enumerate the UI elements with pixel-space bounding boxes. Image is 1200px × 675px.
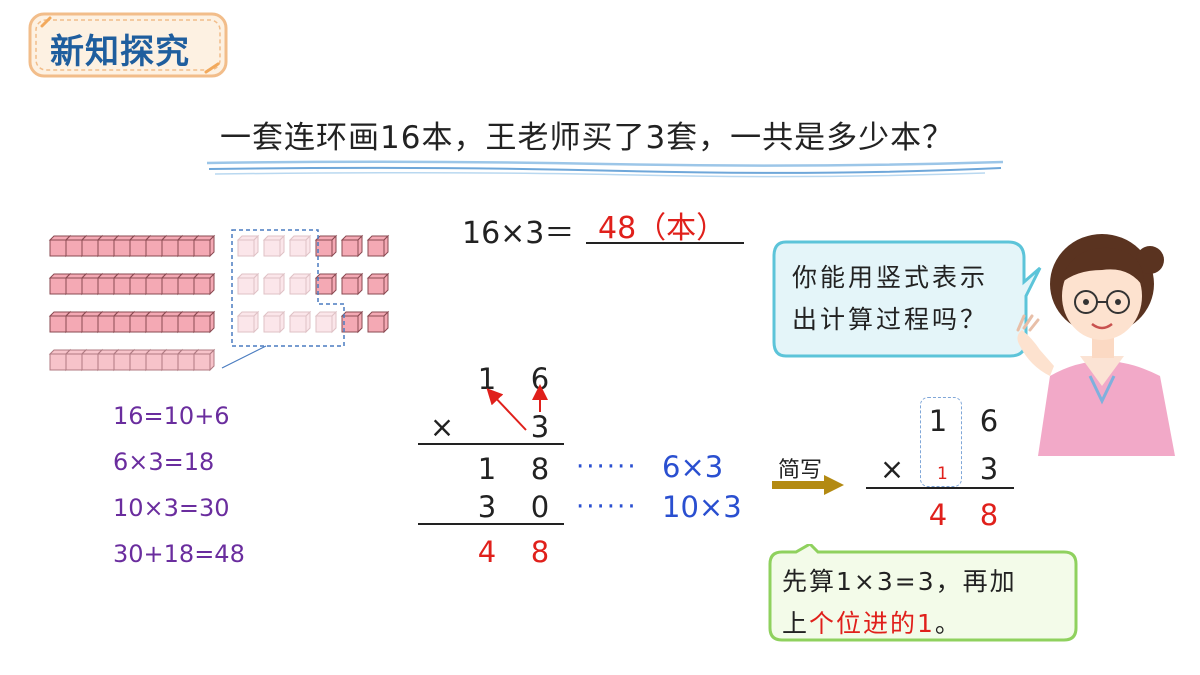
calc1-note-tens: 10×3: [662, 490, 742, 524]
ten-rod-cube: [192, 234, 216, 258]
step-ones-product: 6×3=18: [113, 448, 215, 476]
unit-cube: [288, 310, 312, 334]
unit-cube: [340, 234, 364, 258]
step-sum: 30+18=48: [113, 540, 245, 568]
unit-cube: [262, 234, 286, 258]
unit-cube: [366, 234, 390, 258]
hint-speech-bubble: [768, 544, 1078, 642]
teacher-bubble-line-2: 出计算过程吗？: [792, 305, 989, 334]
unit-cube: [236, 272, 260, 296]
unit-cube: [262, 310, 286, 334]
equation-answer: 48（本）: [598, 211, 727, 246]
unit-cube: [366, 272, 390, 296]
unit-cube: [366, 310, 390, 334]
unit-cube: [340, 272, 364, 296]
calc2-carry-digit: 1: [937, 464, 948, 484]
hint-bubble-line-1: 先算1×3=3，再加: [782, 567, 1017, 596]
teacher-bubble-line-1: 你能用竖式表示: [792, 263, 989, 292]
hint-carry-highlight: 个位进的1: [809, 609, 935, 638]
unit-cube: [314, 310, 338, 334]
calc1-partial1-ones: 8: [530, 452, 550, 486]
calc1-partial2-ones: 0: [530, 490, 550, 524]
step-decompose: 16=10+6: [113, 402, 230, 430]
unit-cube: [314, 272, 338, 296]
decorative-underline: [206, 160, 1004, 178]
equation-expression: 16×3＝: [462, 216, 575, 251]
calc2-line: [866, 487, 1014, 489]
calc2-top-tens: 1: [928, 404, 948, 438]
answer-blank-line: [586, 242, 744, 244]
calc1-result-ones: 8: [530, 535, 550, 569]
calc2-times-sign: ×: [879, 452, 905, 486]
unit-cube: [340, 310, 364, 334]
shorthand-arrow-icon: [772, 475, 844, 495]
ten-rod-cube-regrouped: [192, 348, 216, 372]
calc1-dots-2: ······: [576, 492, 638, 522]
unit-cube: [236, 310, 260, 334]
calc1-multiply-arrows: [486, 384, 548, 431]
unit-cube: [314, 234, 338, 258]
tens-column-highlight: [920, 397, 962, 487]
calc2-result-tens: 4: [928, 498, 948, 532]
unit-cube: [236, 234, 260, 258]
calc1-top-tens: 1: [477, 362, 497, 396]
section-tag: [28, 12, 228, 78]
section-title: 新知探究: [50, 32, 190, 72]
calc1-note-ones: 6×3: [662, 450, 724, 484]
hint-bubble-line-2: 上个位进的1。: [782, 604, 962, 640]
teacher-speech-bubble: [772, 240, 1042, 358]
ten-rod-cube: [192, 272, 216, 296]
shorthand-label: 简写: [778, 458, 823, 483]
calc1-times-sign: ×: [429, 410, 455, 444]
ten-rod-cube: [192, 310, 216, 334]
word-problem: 一套连环画16本，王老师买了3套，一共是多少本？: [220, 120, 955, 156]
teacher-illustration: [1016, 234, 1175, 456]
unit-cube: [288, 272, 312, 296]
regroup-pointer-line: [221, 345, 267, 369]
unit-cube: [262, 272, 286, 296]
calc2-result-ones: 8: [979, 498, 999, 532]
calc1-partial1-tens: 1: [477, 452, 497, 486]
calc1-partial2-tens: 3: [477, 490, 497, 524]
calc1-line-1: [418, 443, 564, 445]
hint-suffix: 。: [934, 609, 962, 638]
regroup-dashed-outline: [231, 229, 345, 347]
calc2-top-ones: 6: [979, 404, 999, 438]
calc1-dots-1: ······: [576, 452, 638, 482]
calc1-line-2: [418, 523, 564, 525]
hint-prefix: 上: [782, 609, 810, 638]
step-tens-product: 10×3=30: [113, 494, 230, 522]
calc1-multiplier: 3: [530, 410, 550, 444]
unit-cube: [288, 234, 312, 258]
base-ten-blocks-illustration: [48, 229, 390, 372]
calc2-multiplier: 3: [979, 452, 999, 486]
calc1-result-tens: 4: [477, 535, 497, 569]
